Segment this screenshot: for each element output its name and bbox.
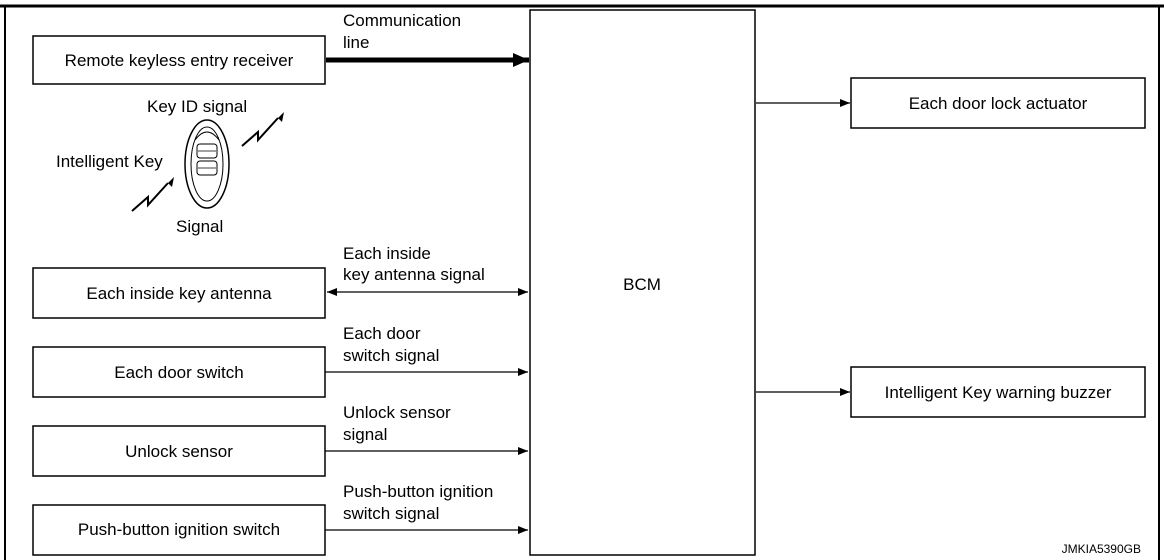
unlock-sensor-signal-label-1: Unlock sensor: [343, 403, 451, 422]
unlock-sensor-signal-label-2: signal: [343, 425, 387, 444]
bcm-label: BCM: [623, 275, 661, 294]
inside-key-antenna-signal-label-2: key antenna signal: [343, 265, 485, 284]
door-switch-signal-label-1: Each door: [343, 324, 421, 343]
door-lock-actuator-label: Each door lock actuator: [909, 94, 1088, 113]
intelligent-key-fob-icon: [184, 119, 230, 209]
ignition-switch-signal-label-2: switch signal: [343, 504, 439, 523]
inside-key-antenna-signal-label-1: Each inside: [343, 244, 431, 263]
door-lock-actuator-block: Each door lock actuator: [850, 77, 1146, 129]
inside-key-antenna-block: Each inside key antenna: [32, 267, 326, 319]
unlock-sensor-block: Unlock sensor: [32, 425, 326, 477]
intelligent-key-label: Intelligent Key: [56, 152, 163, 171]
bcm-block: BCM: [529, 9, 756, 556]
unlock-sensor-label: Unlock sensor: [125, 442, 233, 461]
inside-key-antenna-label: Each inside key antenna: [86, 284, 272, 303]
remote-keyless-entry-receiver-label: Remote keyless entry receiver: [65, 51, 294, 70]
door-switch-signal-label-2: switch signal: [343, 346, 439, 365]
push-button-ignition-switch-label: Push-button ignition switch: [78, 520, 280, 539]
radio-wave-icon: [131, 177, 174, 212]
radio-wave-icon: [241, 112, 284, 147]
warning-buzzer-label: Intelligent Key warning buzzer: [885, 383, 1112, 402]
door-switch-block: Each door switch: [32, 346, 326, 398]
communication-line-label-1: Communication: [343, 11, 461, 30]
push-button-ignition-switch-block: Push-button ignition switch: [32, 504, 326, 556]
ignition-switch-signal-label-1: Push-button ignition: [343, 482, 493, 501]
door-switch-label: Each door switch: [114, 363, 243, 382]
communication-line-label-2: line: [343, 33, 369, 52]
figure-code: JMKIA5390GB: [1062, 542, 1141, 556]
signal-label: Signal: [176, 217, 223, 236]
remote-keyless-entry-receiver-block: Remote keyless entry receiver: [32, 35, 326, 85]
key-id-signal-label: Key ID signal: [147, 97, 247, 116]
warning-buzzer-block: Intelligent Key warning buzzer: [850, 366, 1146, 418]
